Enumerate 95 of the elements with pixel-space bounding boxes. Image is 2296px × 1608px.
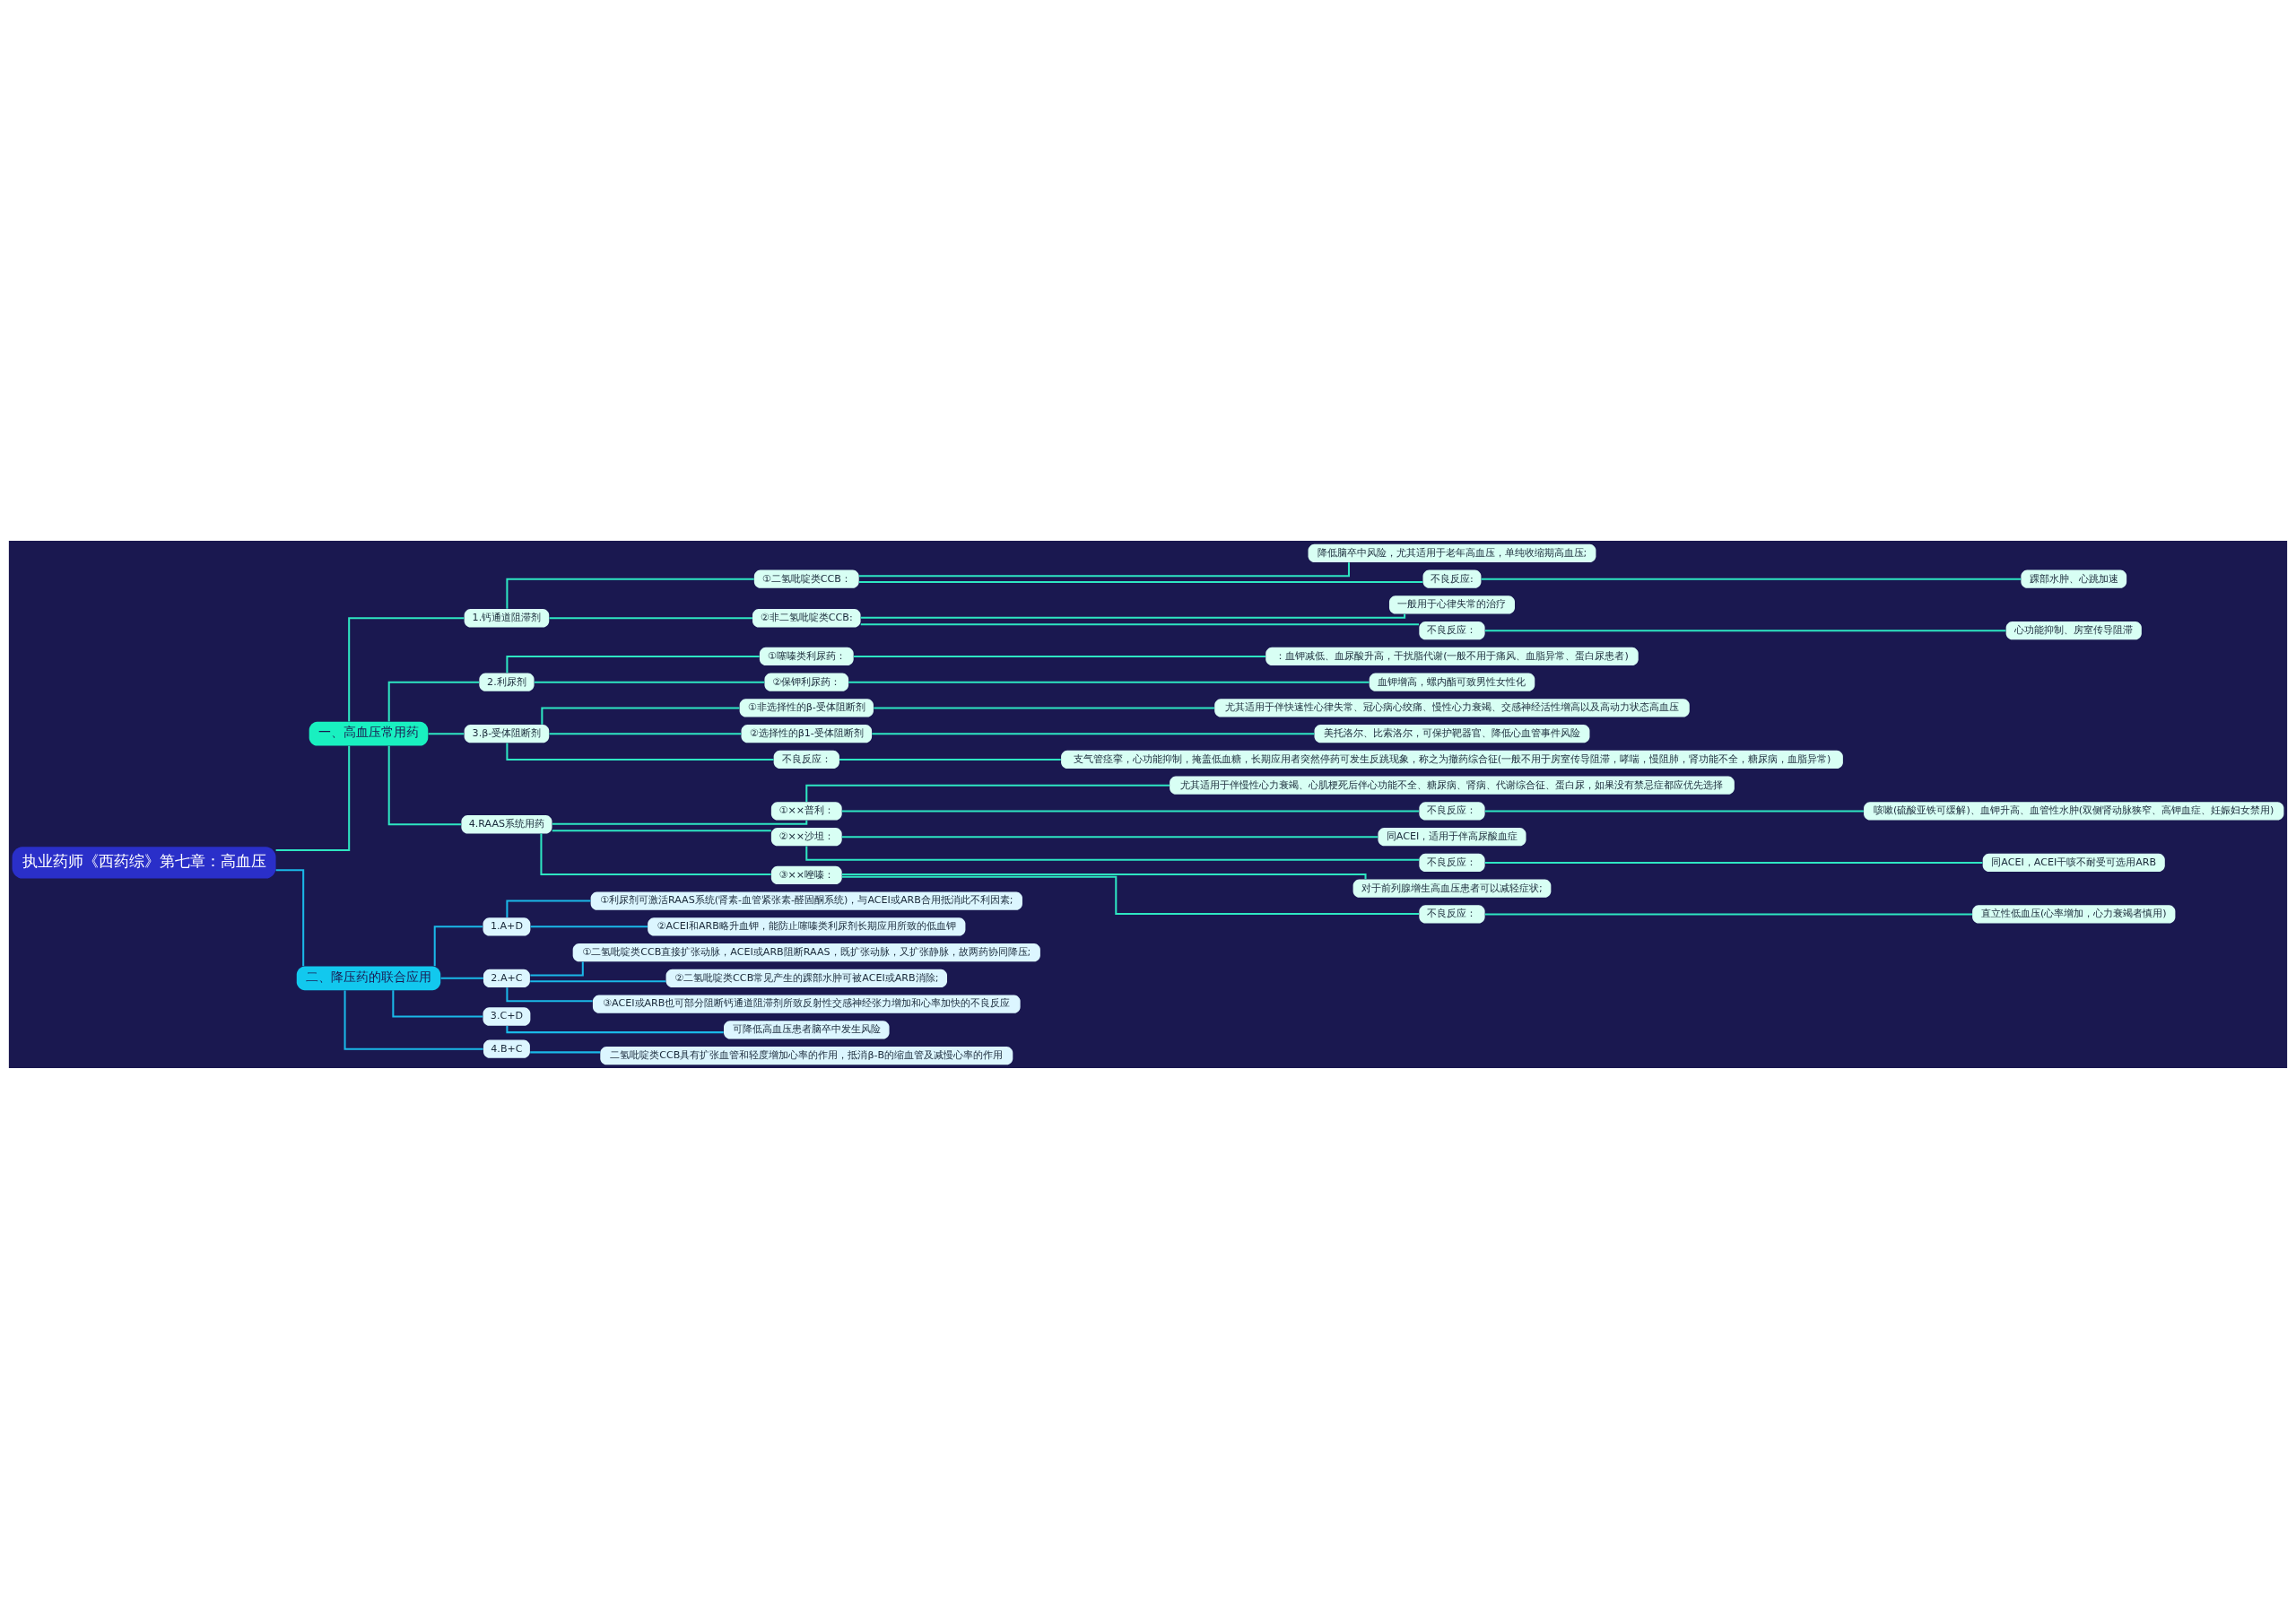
connector bbox=[275, 745, 351, 851]
connector bbox=[848, 681, 1370, 683]
node-box: ①利尿剂可激活RAAS系统(肾素-血管紧张素-醛固酮系统)，与ACEI或ARB合用抵消此不利因素; bbox=[590, 891, 1022, 910]
node-box: ①非选择性的β-受体阻断剂 bbox=[739, 698, 874, 717]
node-box: 3.C+D bbox=[483, 1006, 531, 1026]
node-box: 咳嗽(硫酸亚铁可缓解)、血钾升高、血管性水肿(双侧肾动脉狭窄、高钾血症、妊娠妇女禁用) bbox=[1864, 801, 2284, 821]
node-box: 不良反应： bbox=[773, 750, 839, 769]
connector bbox=[839, 758, 1061, 761]
node-box: ①二氢吡啶类CCB直接扩张动脉，ACEI或ARB阻断RAAS，既扩张动脉，又扩张静脉，故两药协同降压; bbox=[572, 943, 1040, 961]
node-box: 一、高血压常用药 bbox=[309, 721, 429, 746]
node-box: 3.β-受体阻断剂 bbox=[464, 724, 550, 743]
connector bbox=[841, 835, 1378, 838]
connector bbox=[534, 681, 765, 683]
node-box: 不良反应： bbox=[1419, 904, 1485, 924]
connector bbox=[506, 900, 591, 917]
node-box: ②保钾利尿药： bbox=[764, 672, 849, 691]
node-box: 2.A+C bbox=[483, 969, 530, 987]
connector bbox=[540, 832, 771, 875]
node-box: 2.利尿剂 bbox=[479, 672, 535, 691]
node-box: 心功能抑制、房室传导阻滞 bbox=[2005, 621, 2142, 639]
node-box: ①××普利： bbox=[770, 801, 842, 821]
connector bbox=[440, 977, 483, 979]
node-box: 尤其适用于伴快速性心律失常、冠心病心绞痛、慢性心力衰竭、交感神经活性增高以及高动力状态高血压 bbox=[1214, 698, 1690, 717]
connector bbox=[853, 655, 1265, 657]
node-box: 一般用于心律失常的治疗 bbox=[1388, 595, 1515, 614]
connector bbox=[530, 925, 648, 927]
connector bbox=[552, 820, 808, 825]
node-box: 同ACEI，适用于伴高尿酸血症 bbox=[1378, 827, 1526, 846]
node-box: 美托洛尔、比索洛尔，可保护靶器官、降低心血管事件风险 bbox=[1314, 724, 1590, 743]
node-box: 支气管痉挛，心功能抑制，掩盖低血糖，长期应用者突然停药可发生反跳现象，称之为撤药综合征(一般不用于房室传导阻滞，哮喘，慢阻肺，肾功能不全，糖尿病，血脂异常) bbox=[1061, 750, 1843, 769]
connector bbox=[344, 990, 483, 1050]
connector bbox=[860, 613, 1406, 619]
connector bbox=[1481, 578, 2022, 580]
connector bbox=[1484, 629, 2006, 631]
node-box: 不良反应： bbox=[1419, 621, 1485, 639]
node-box: 4.RAAS系统用药 bbox=[461, 814, 552, 833]
connector bbox=[506, 1025, 724, 1033]
node-box: 1.A+D bbox=[483, 917, 531, 936]
node-box: 降低脑卒中风险，尤其适用于老年高血压，单纯收缩期高血压; bbox=[1308, 543, 1596, 562]
connector bbox=[1484, 861, 1983, 864]
node-box: 同ACEI，ACEI干咳不耐受可选用ARB bbox=[1982, 853, 2165, 872]
connector bbox=[392, 989, 483, 1017]
connector bbox=[275, 868, 305, 966]
connector bbox=[872, 732, 1315, 734]
node-box: 直立性低血压(心率增加，心力衰竭者慎用) bbox=[1972, 904, 2176, 924]
node-box: 血钾增高，螺内酯可致男性女性化 bbox=[1369, 672, 1535, 691]
connector bbox=[1484, 912, 1972, 915]
node-box: 二氢吡啶类CCB具有扩张血管和轻度增加心率的作用，抵消β-B的缩血管及减慢心率的作用 bbox=[600, 1046, 1013, 1065]
connector bbox=[433, 925, 483, 966]
node-box: 可降低高血压患者脑卒中发生风险 bbox=[724, 1020, 890, 1039]
connector bbox=[506, 987, 593, 1002]
connector bbox=[348, 616, 465, 722]
connector bbox=[387, 745, 462, 825]
node-box: ①噻嗪类利尿药： bbox=[759, 647, 854, 665]
node-box: ②二氢吡啶类CCB常见产生的踝部水肿可被ACEI或ARB消除; bbox=[665, 969, 947, 987]
connector bbox=[530, 1050, 601, 1053]
connector bbox=[387, 681, 480, 722]
node-box: 执业药师《西药综》第七章：高血压 bbox=[12, 846, 276, 879]
connector bbox=[805, 784, 1170, 802]
connector bbox=[506, 743, 774, 761]
node-box: 4.B+C bbox=[483, 1039, 530, 1058]
node-box: 踝部水肿、心跳加速 bbox=[2021, 569, 2127, 588]
connector bbox=[530, 960, 584, 976]
node-box: ②非二氢吡啶类CCB: bbox=[752, 608, 861, 627]
node-box: 二、降压药的联合应用 bbox=[296, 965, 441, 990]
connector bbox=[428, 732, 465, 734]
connector bbox=[858, 561, 1350, 577]
node-box: 不良反应： bbox=[1419, 801, 1485, 821]
connector bbox=[541, 706, 740, 725]
node-box: 不良反应： bbox=[1419, 853, 1485, 872]
node-box: 对于前列腺增生高血压患者可以减轻症状; bbox=[1352, 878, 1552, 898]
connector bbox=[506, 655, 760, 673]
connector bbox=[805, 846, 1420, 861]
node-box: ①二氢吡啶类CCB： bbox=[753, 569, 859, 588]
connector bbox=[549, 616, 752, 619]
node-box: 1.钙通道阻滞剂 bbox=[464, 608, 550, 627]
connector bbox=[552, 829, 771, 831]
node-box: 尤其适用于伴慢性心力衰竭、心肌梗死后伴心功能不全、糖尿病、肾病、代谢综合征、蛋白尿，如果没有禁忌症都应优先选择 bbox=[1170, 775, 1735, 795]
connector bbox=[860, 622, 1420, 625]
node-box: ②××沙坦： bbox=[770, 827, 842, 846]
node-box: 不良反应: bbox=[1422, 569, 1482, 588]
node-box: ：血钾减低、血尿酸升高，干扰脂代谢(一般不用于痛风、血脂异常、蛋白尿患者) bbox=[1265, 647, 1639, 665]
connector bbox=[841, 873, 1367, 879]
connector bbox=[841, 809, 1419, 812]
node-box: ③ACEI或ARB也可部分阻断钙通道阻滞剂所致反射性交感神经张力增加和心率加快的不良反应 bbox=[592, 994, 1021, 1013]
connector bbox=[874, 706, 1214, 708]
connector bbox=[506, 578, 754, 609]
connector bbox=[841, 875, 1420, 915]
connector bbox=[549, 732, 742, 734]
connector bbox=[1484, 809, 1864, 812]
connector bbox=[858, 580, 1423, 583]
node-box: ②ACEI和ARB略升血钾，能防止噻嗪类利尿剂长期应用所致的低血钾 bbox=[648, 917, 966, 936]
node-box: ②选择性的β1-受体阻断剂 bbox=[741, 724, 873, 743]
node-box: ③××唑嗪： bbox=[770, 865, 842, 884]
connector bbox=[530, 979, 666, 982]
